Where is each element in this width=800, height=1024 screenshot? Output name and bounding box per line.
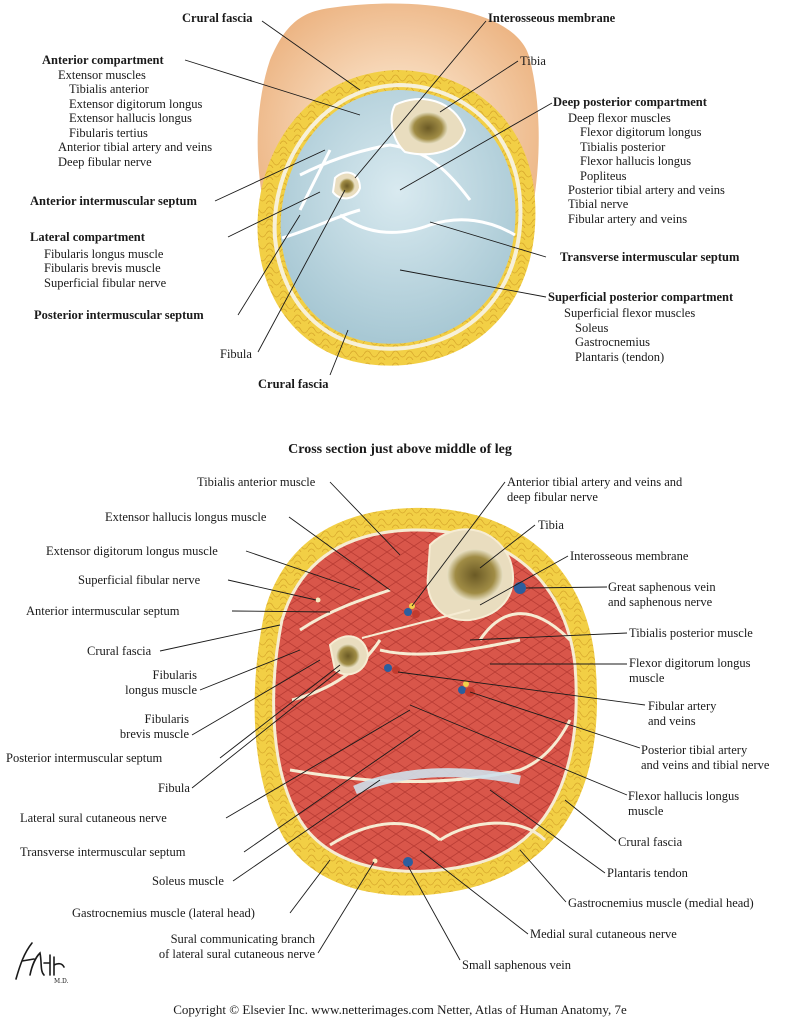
lateral-item: Fibularis brevis muscle bbox=[44, 261, 161, 275]
label-medial-sural-cutaneous-nerve: Medial sural cutaneous nerve bbox=[530, 927, 677, 941]
label-crural-fascia-left: Crural fascia bbox=[87, 644, 152, 658]
label-gastrocnemius-lateral: Gastrocnemius muscle (lateral head) bbox=[72, 906, 255, 920]
copyright: Copyright © Elsevier Inc. www.netterimag… bbox=[173, 1002, 627, 1017]
label-flexor-hallucis-line1: Flexor hallucis longus bbox=[628, 789, 740, 803]
figure-caption: Cross section just above middle of leg bbox=[288, 442, 512, 457]
label-superficial-fibular-nerve: Superficial fibular nerve bbox=[78, 573, 201, 587]
anterior-item: Fibularis tertius bbox=[69, 126, 148, 140]
label-interosseous-membrane-bottom: Interosseous membrane bbox=[570, 549, 689, 563]
deep-posterior-item: Popliteus bbox=[580, 169, 627, 183]
label-sural-communicating-line1: Sural communicating branch bbox=[170, 932, 315, 946]
bottom-leader-lines bbox=[159, 481, 646, 961]
label-posterior-tibial-line1: Posterior tibial artery bbox=[641, 743, 748, 757]
label-plantaris-tendon: Plantaris tendon bbox=[607, 866, 688, 880]
label-crural-fascia-bottom: Crural fascia bbox=[258, 377, 329, 391]
anterior-item: Extensor hallucis longus bbox=[69, 111, 192, 125]
label-flexor-hallucis-longus: Flexor hallucis longus muscle bbox=[628, 789, 739, 818]
label-transverse-intermuscular-septum-bottom: Transverse intermuscular septum bbox=[20, 845, 186, 859]
top-cross-section bbox=[257, 3, 539, 366]
netter-signature: M.D. bbox=[15, 942, 69, 985]
label-posterior-tibial-line2: and veins and tibial nerve bbox=[641, 757, 770, 772]
label-anterior-tibial-line1: Anterior tibial artery and veins and bbox=[507, 475, 683, 489]
deep-posterior-item: Flexor hallucis longus bbox=[580, 154, 692, 168]
label-tibia-bottom: Tibia bbox=[538, 518, 564, 532]
label-anterior-intermuscular-septum-bottom: Anterior intermuscular septum bbox=[26, 604, 180, 618]
label-gastrocnemius-medial: Gastrocnemius muscle (medial head) bbox=[568, 896, 754, 910]
label-tibia-top: Tibia bbox=[520, 54, 546, 68]
bottom-cross-section bbox=[254, 507, 598, 896]
label-flexor-hallucis-line2: muscle bbox=[628, 803, 664, 818]
anterior-item: Anterior tibial artery and veins bbox=[58, 140, 213, 154]
svg-text:M.D.: M.D. bbox=[54, 978, 69, 985]
label-extensor-digitorum-longus-muscle: Extensor digitorum longus muscle bbox=[46, 544, 218, 558]
lateral-item: Superficial fibular nerve bbox=[44, 276, 167, 290]
label-fibularis-brevis-line2: brevis muscle bbox=[119, 726, 189, 741]
label-sural-communicating-line2: of lateral sural cutaneous nerve bbox=[158, 946, 315, 961]
deep-posterior-item: Flexor digitorum longus bbox=[580, 125, 702, 139]
label-anterior-tibial-artery: Anterior tibial artery and veins and dee… bbox=[507, 475, 682, 504]
superficial-posterior-item: Plantaris (tendon) bbox=[575, 350, 665, 364]
label-transverse-intermuscular-septum-top: Transverse intermuscular septum bbox=[560, 250, 740, 264]
label-fibular-artery-line1: Fibular artery bbox=[648, 699, 717, 713]
deep-posterior-item: Tibialis posterior bbox=[580, 140, 666, 154]
top-leader-lines bbox=[184, 20, 553, 376]
label-anterior-tibial-line2: deep fibular nerve bbox=[507, 489, 598, 504]
lateral-item: Fibularis longus muscle bbox=[44, 247, 164, 261]
label-great-saphenous-line1: Great saphenous vein bbox=[608, 580, 716, 594]
label-fibular-artery-line2: and veins bbox=[648, 713, 696, 728]
deep-posterior-item: Fibular artery and veins bbox=[568, 212, 688, 226]
deep-posterior-item: Posterior tibial artery and veins bbox=[568, 183, 725, 197]
label-fibularis-longus: Fibularis longus muscle bbox=[90, 668, 197, 697]
label-flexor-digitorum-line1: Flexor digitorum longus bbox=[629, 656, 751, 670]
label-fibularis-brevis-line1: Fibularis bbox=[144, 712, 189, 726]
anterior-item: Extensor digitorum longus bbox=[69, 97, 203, 111]
label-great-saphenous-vein: Great saphenous vein and saphenous nerve bbox=[608, 580, 716, 609]
deep-posterior-item: Tibial nerve bbox=[568, 197, 629, 211]
label-interosseous-membrane-top: Interosseous membrane bbox=[488, 11, 616, 25]
label-great-saphenous-line2: and saphenous nerve bbox=[608, 594, 713, 609]
label-fibularis-longus-line1: Fibularis bbox=[152, 668, 197, 682]
label-fibularis-longus-line2: longus muscle bbox=[125, 682, 197, 697]
label-lateral-compartment: Lateral compartment bbox=[30, 230, 145, 244]
label-crural-fascia-right: Crural fascia bbox=[618, 835, 683, 849]
anterior-item: Tibialis anterior bbox=[69, 82, 149, 96]
label-fibula-bottom: Fibula bbox=[158, 781, 190, 795]
deep-posterior-item: Deep flexor muscles bbox=[568, 111, 671, 125]
label-fibula-top: Fibula bbox=[220, 347, 252, 361]
label-anterior-compartment: Anterior compartment bbox=[42, 53, 164, 67]
anterior-item: Deep fibular nerve bbox=[58, 155, 152, 169]
superficial-posterior-item: Gastrocnemius bbox=[575, 335, 650, 349]
label-tibialis-posterior-muscle: Tibialis posterior muscle bbox=[629, 626, 753, 640]
label-extensor-hallucis-longus-muscle: Extensor hallucis longus muscle bbox=[105, 510, 267, 524]
label-superficial-posterior-compartment: Superficial posterior compartment bbox=[548, 290, 734, 304]
anterior-item: Extensor muscles bbox=[58, 68, 146, 82]
label-soleus-muscle: Soleus muscle bbox=[152, 874, 224, 888]
label-small-saphenous-vein: Small saphenous vein bbox=[462, 958, 572, 972]
label-posterior-intermuscular-septum-top: Posterior intermuscular septum bbox=[34, 308, 204, 322]
label-sural-communicating-branch: Sural communicating branch of lateral su… bbox=[110, 932, 315, 961]
label-crural-fascia-top: Crural fascia bbox=[182, 11, 253, 25]
superficial-posterior-item: Soleus bbox=[575, 321, 609, 335]
label-lateral-sural-cutaneous-nerve: Lateral sural cutaneous nerve bbox=[20, 811, 167, 825]
label-posterior-intermuscular-septum-bottom: Posterior intermuscular septum bbox=[6, 751, 163, 765]
label-fibular-artery: Fibular artery and veins bbox=[648, 699, 716, 728]
label-fibularis-brevis: Fibularis brevis muscle bbox=[80, 712, 189, 741]
label-flexor-digitorum-longus: Flexor digitorum longus muscle bbox=[629, 656, 751, 685]
label-flexor-digitorum-line2: muscle bbox=[629, 670, 665, 685]
label-posterior-tibial-artery: Posterior tibial artery and veins and ti… bbox=[641, 743, 769, 772]
label-deep-posterior-compartment: Deep posterior compartment bbox=[553, 95, 707, 109]
label-tibialis-anterior-muscle: Tibialis anterior muscle bbox=[197, 475, 316, 489]
superficial-posterior-item: Superficial flexor muscles bbox=[564, 306, 696, 320]
label-anterior-intermuscular-septum-top: Anterior intermuscular septum bbox=[30, 194, 197, 208]
